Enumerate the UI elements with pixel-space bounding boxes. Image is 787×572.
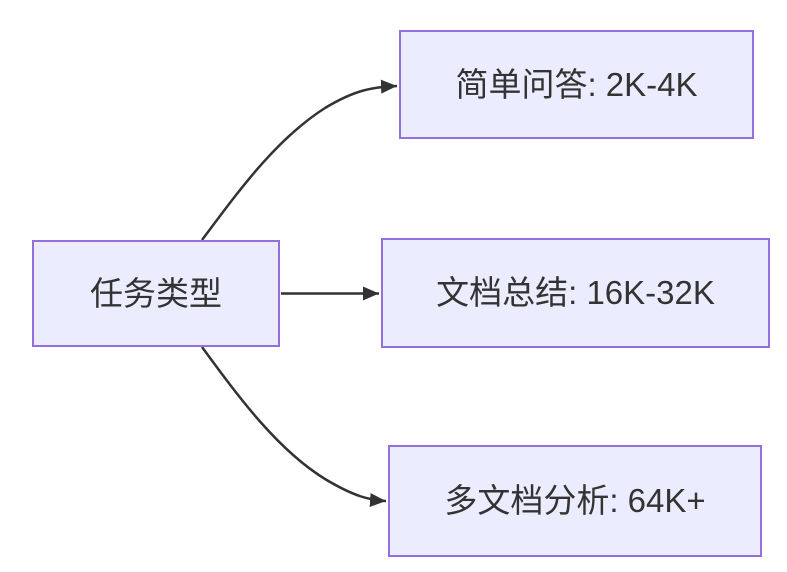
node-doc-summary: 文档总结: 16K-32K [381,238,770,348]
edge-task-to-simple-qa [200,79,398,241]
edge-task-to-multidoc [200,346,387,507]
node-simple-qa-label: 简单问答: 2K-4K [455,65,698,103]
node-task-type-label: 任务类型 [90,274,222,312]
node-multidoc-analysis-label: 多文档分析: 64K+ [444,482,706,520]
node-simple-qa: 简单问答: 2K-4K [399,30,754,139]
node-multidoc-analysis: 多文档分析: 64K+ [388,445,762,557]
node-task-type: 任务类型 [32,240,280,347]
node-doc-summary-label: 文档总结: 16K-32K [436,274,715,312]
